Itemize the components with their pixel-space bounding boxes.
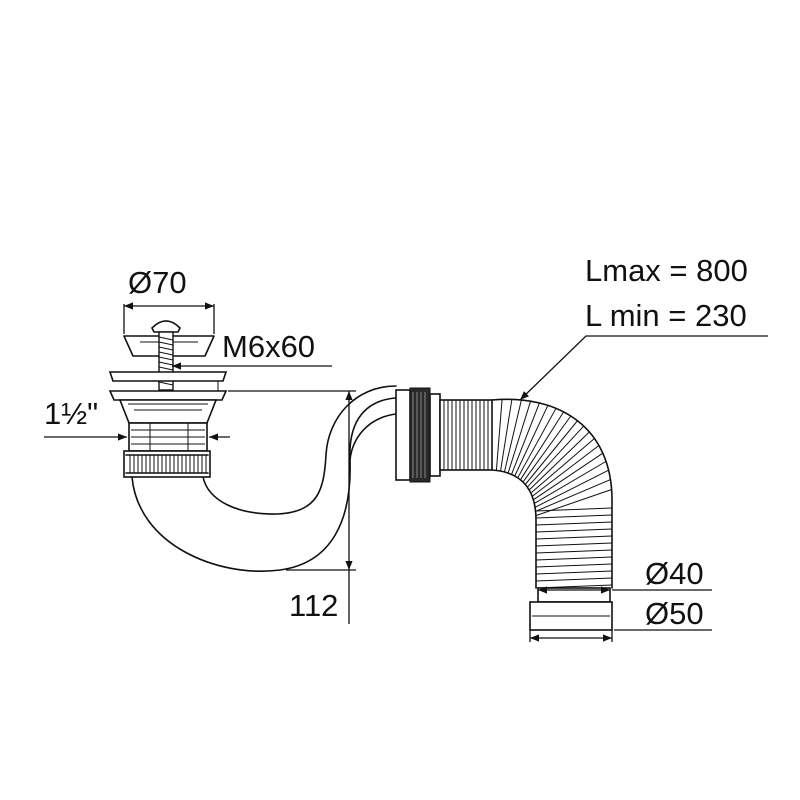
hose-ribs: [495, 399, 613, 589]
trap-inner-line: [202, 385, 397, 515]
hose-inner-edge: [491, 469, 537, 589]
nut-knurling: [129, 455, 207, 473]
label-height: 112: [289, 588, 338, 623]
bolt-head: [151, 320, 181, 333]
label-diameter-50: Ø50: [645, 596, 704, 631]
label-diameter-40: Ø40: [645, 556, 704, 591]
hose-rib: [535, 507, 613, 512]
dimension-diameter-70: Ø70: [123, 265, 215, 334]
hose-rib: [535, 521, 613, 526]
dimension-bolt: M6x60: [172, 329, 332, 370]
hose-rib: [535, 542, 613, 547]
hose-rib: [517, 408, 557, 479]
hose-rib: [535, 535, 613, 540]
hose-rib: [535, 514, 613, 519]
strainer-plate: [123, 335, 215, 357]
hose-connector: [395, 387, 493, 483]
hose-rib: [528, 431, 590, 491]
hose-rib: [535, 489, 612, 517]
hose-rib: [530, 438, 595, 494]
hose-rib: [533, 452, 604, 501]
dimension-diameter-50: Ø50: [529, 596, 712, 642]
hose-rib: [535, 528, 613, 533]
hose-rib: [535, 549, 613, 554]
dimension-diameter-40: Ø40: [538, 556, 712, 594]
hose-rib: [531, 445, 600, 497]
hose-rib: [495, 399, 503, 471]
hose-rib: [520, 411, 565, 481]
hose-rib: [535, 563, 613, 568]
dimension-height: 112: [228, 390, 356, 624]
hose-rib: [524, 420, 578, 485]
hose-rib: [526, 425, 585, 488]
hose-rib: [503, 399, 522, 473]
sink-strainer: [108, 320, 228, 478]
dimension-length: Lmax = 800 L min = 230: [519, 253, 768, 401]
hose-rib: [507, 401, 532, 474]
hose-rib: [511, 402, 540, 475]
hose-rib: [535, 570, 613, 575]
straight-hose: [439, 399, 493, 471]
hose-rib: [535, 479, 611, 512]
drain-flange-top: [108, 371, 228, 382]
hose-rib: [534, 469, 609, 508]
label-lmax: Lmax = 800: [585, 253, 748, 288]
label-bolt: M6x60: [222, 329, 315, 364]
dimension-thread: 1½": [44, 396, 230, 441]
hose-rib: [535, 577, 613, 582]
label-lmin: L min = 230: [585, 298, 747, 333]
drain-body-taper: [118, 399, 218, 424]
hose-outer-edge: [491, 398, 613, 589]
hose-rib: [522, 415, 572, 483]
label-thread: 1½": [44, 396, 98, 431]
flexible-hose: [491, 398, 613, 631]
drain-flange: [108, 390, 228, 401]
hose-rib: [514, 405, 549, 477]
hose-rib: [535, 556, 613, 561]
label-diameter-70: Ø70: [128, 265, 187, 300]
hose-rib: [534, 460, 607, 504]
trap-outer-line: [131, 397, 397, 572]
hose-rib: [500, 399, 513, 472]
